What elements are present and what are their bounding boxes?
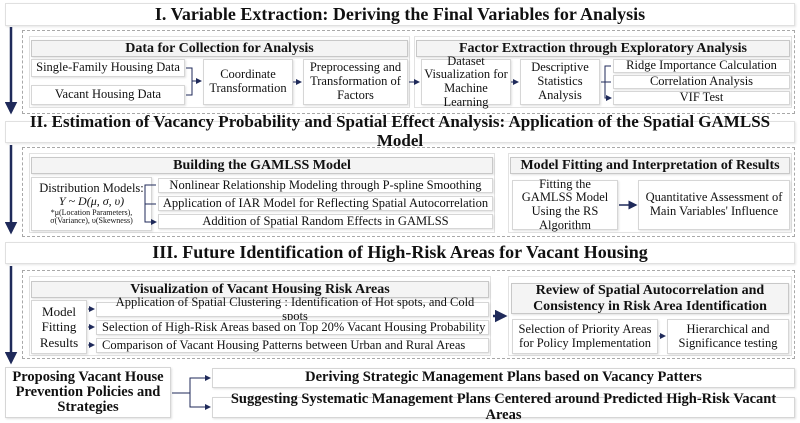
fitting-header: Model Fitting and Interpretation of Resu… — [510, 157, 790, 174]
deriving-plans: Deriving Strategic Management Plans base… — [212, 368, 795, 388]
distribution-formula: Y ~ D(μ, σ, υ) — [58, 194, 125, 209]
ridge-importance: Ridge Importance Calculation — [613, 58, 790, 73]
section2-title: II. Estimation of Vacancy Probability an… — [5, 112, 795, 150]
visualization-header: Visualization of Vacant Housing Risk Are… — [31, 281, 489, 298]
distribution-models: Distribution Models: Y ~ D(μ, σ, υ) *μ(L… — [31, 177, 152, 231]
high-risk-item: Selection of High-Risk Areas based on To… — [96, 320, 489, 335]
vacant-housing-data: Vacant Housing Data — [31, 85, 185, 105]
factor-header: Factor Extraction through Exploratory An… — [416, 40, 790, 57]
suggesting-plans: Suggesting Systematic Management Plans C… — [212, 391, 795, 422]
review-header: Review of Spatial Autocorrelation and Co… — [511, 283, 789, 314]
iar-item: Application of IAR Model for Reflecting … — [158, 196, 493, 211]
proposing-policies: Proposing Vacant House Prevention Polici… — [5, 367, 171, 418]
section3-title: III. Future Identification of High-Risk … — [5, 242, 795, 264]
descriptive-statistics: Descriptive Statistics Analysis — [520, 59, 600, 105]
vif-test: VIF Test — [613, 90, 790, 105]
comparison-item: Comparison of Vacant Housing Patterns be… — [96, 338, 489, 353]
preprocessing: Preprocessing and Transformation of Fact… — [303, 59, 408, 105]
dataset-visualization: Dataset Visualization for Machine Learni… — [421, 54, 511, 109]
pspline-item: Nonlinear Relationship Modeling through … — [158, 178, 493, 193]
section2-container — [22, 147, 795, 237]
section1-title: I. Variable Extraction: Deriving the Fin… — [5, 3, 795, 26]
priority-areas: Selection of Priority Areas for Policy I… — [512, 319, 658, 354]
model-fitting-results: Model Fitting Results — [31, 300, 87, 354]
quantitative-assessment: Quantitative Assessment of Main Variable… — [638, 180, 790, 230]
clustering-item: Application of Spatial Clustering : Iden… — [96, 295, 489, 322]
section3-container — [22, 270, 795, 359]
collection-header: Data for Collection for Analysis — [31, 40, 408, 57]
split-connector-final — [172, 377, 210, 407]
distribution-note-1: *μ(Location Parameters), — [50, 207, 133, 217]
hierarchical-testing: Hierarchical and Significance testing — [667, 319, 789, 354]
rs-algorithm: Fitting the GAMLSS Model Using the RS Al… — [512, 177, 618, 232]
distribution-note-2: σ(Variance), υ(Skewness) — [50, 216, 133, 226]
coordinate-transformation: Coordinate Transformation — [203, 59, 293, 105]
building-header: Building the GAMLSS Model — [31, 157, 493, 174]
random-effects-item: Addition of Spatial Random Effects in GA… — [158, 214, 493, 229]
distribution-label: Distribution Models: — [39, 180, 144, 195]
correlation-analysis: Correlation Analysis — [613, 74, 790, 89]
section1-container — [22, 30, 795, 114]
single-family-data: Single-Family Housing Data — [31, 59, 185, 77]
